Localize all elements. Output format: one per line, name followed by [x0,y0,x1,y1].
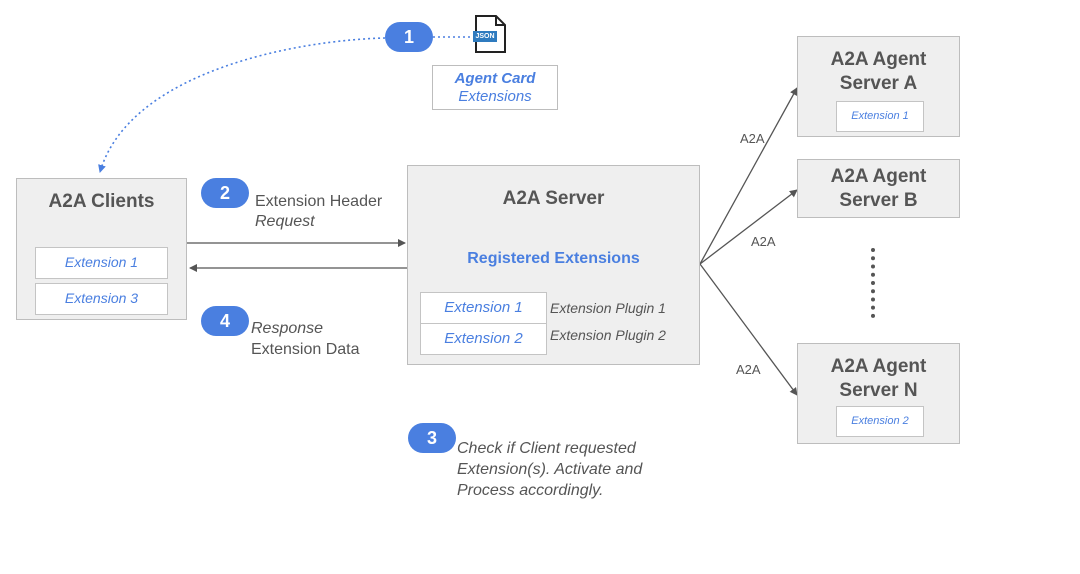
step-3-text-line1: Check if Client requested [457,440,636,457]
request-label-line2: Request [255,213,315,230]
a2a-edge-label: A2A [751,234,776,249]
agent-card-title: Agent Card [454,70,536,87]
client-extension-item: Extension 1 [35,247,168,279]
agent-server-a-box: A2A Agent Server A Extension 1 [797,36,960,137]
a2a-server-box: A2A Server Registered Extensions Extensi… [407,165,700,365]
step-2-badge: 2 [201,178,249,208]
step-4-badge: 4 [201,306,249,336]
agent-server-n-extension: Extension 2 [836,406,924,437]
step-1-badge: 1 [385,22,433,52]
agent-server-b-title-line1: A2A Agent [830,166,927,187]
server-title: A2A Server [502,188,605,209]
agent-server-n-box: A2A Agent Server N Extension 2 [797,343,960,444]
step-3-text-line2: Extension(s). Activate and [457,461,643,478]
server-extension-item: Extension 2 [420,323,547,355]
agent-card-box: Agent Card Extensions [432,65,558,110]
clients-title: A2A Clients [48,191,155,212]
agent-server-a-title-line1: A2A Agent [830,49,927,70]
arrow-to-server-n [699,263,798,396]
agent-server-n-title-line1: A2A Agent [830,356,927,377]
agent-card-fetch-curve [98,37,386,173]
step-3-text-line3: Process accordingly. [457,482,604,499]
a2a-edge-label: A2A [736,362,761,377]
a2a-edge-label: A2A [740,131,765,146]
agent-server-b-title-line2: Server B [839,190,918,211]
response-label-line1: Response [251,320,324,337]
registered-extensions-heading: Registered Extensions [467,250,640,267]
more-servers-ellipsis [871,248,875,318]
arrow-to-server-a [699,87,798,265]
response-label-line2: Extension Data [251,341,360,358]
agent-server-a-title-line2: Server A [839,73,918,94]
a2a-clients-box: A2A Clients Extension 1 Extension 3 [16,178,187,320]
agent-card-subtitle: Extensions [458,88,532,105]
request-label-line1: Extension Header [255,193,383,210]
client-extension-item: Extension 3 [35,283,168,315]
extension-plugin-label: Extension Plugin 2 [550,327,666,343]
agent-server-n-title-line2: Server N [839,380,918,401]
json-file-icon-label: JSON [475,33,495,40]
step-3-badge: 3 [408,423,456,453]
agent-server-a-extension: Extension 1 [836,101,924,132]
server-extension-item: Extension 1 [420,292,547,324]
arrow-to-server-b [699,189,798,265]
agent-server-b-box: A2A Agent Server B [797,159,960,218]
extension-plugin-label: Extension Plugin 1 [550,300,666,316]
json-file-icon: JSON [472,15,506,53]
